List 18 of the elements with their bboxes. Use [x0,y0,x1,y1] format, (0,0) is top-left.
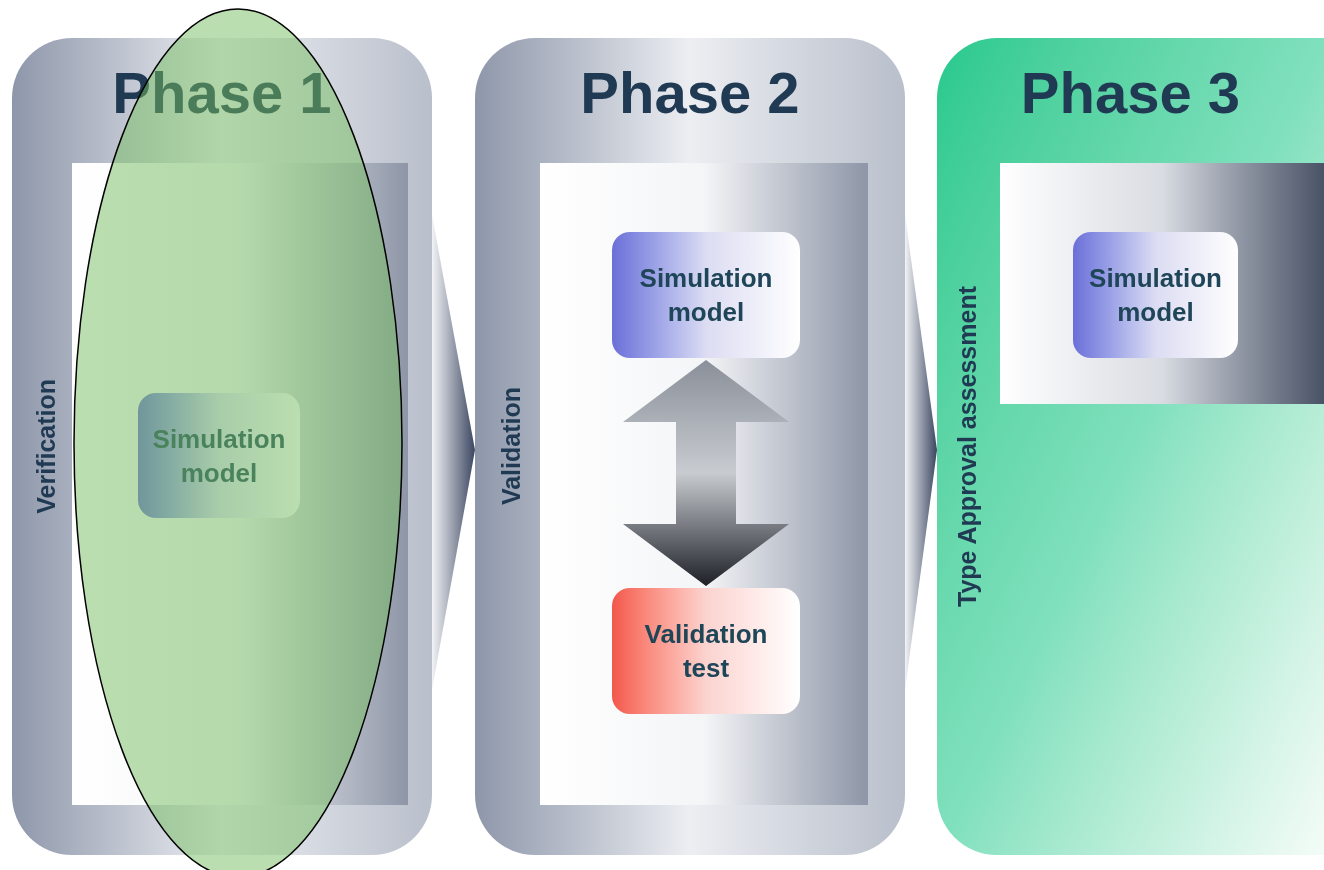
phase-heading: Phase 2 [579,59,801,127]
inner-panel [1000,163,1324,404]
box-label: Simulation model [639,262,773,329]
box-label: Simulation model [1089,262,1222,329]
rounded-box [612,232,800,358]
inner-panel [72,163,408,805]
phase-heading: Phase 3 [1019,59,1242,127]
rounded-box [612,588,800,714]
rounded-box [1073,232,1238,358]
vertical-label: Validation [496,387,526,506]
chevron-arrow [432,215,475,690]
double-arrow [623,360,789,586]
vertical-label: Type Approval assessment [952,286,982,607]
box-label: Simulation model [152,422,286,490]
vertical-label: Verification [31,379,61,514]
box-label: Validation test [643,618,769,685]
inner-panel [540,163,868,805]
rounded-box [138,393,300,518]
